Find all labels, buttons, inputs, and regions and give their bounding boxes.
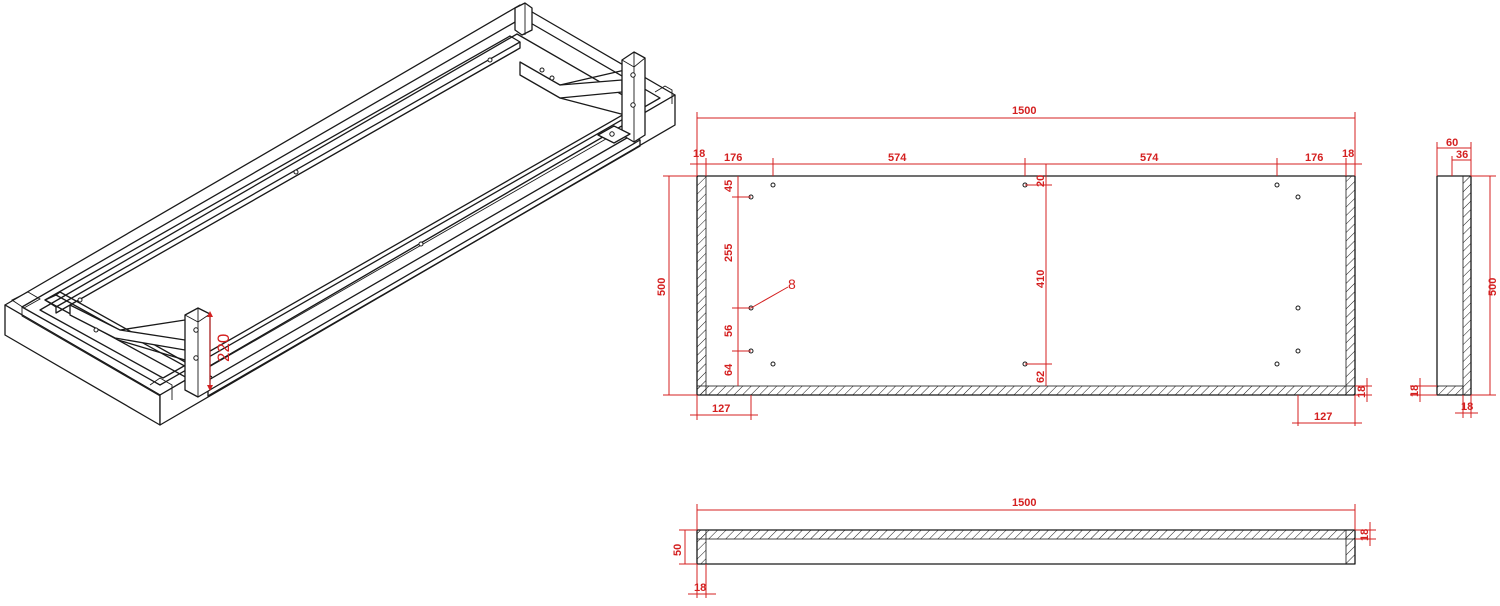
plan-seg-right-edge: 18 [1342,148,1354,160]
plan-center-bottom: 62 [1035,371,1047,383]
plan-hole-span-upper: 255 [723,244,735,262]
plan-hole-dia: 8 [788,276,796,292]
plan-overall-width: 1500 [1012,105,1036,117]
plan-depth: 500 [656,278,668,296]
side-top-total: 60 [1446,137,1458,149]
front-view: 1500 50 18 18 [672,497,1376,598]
leg-height-dimension: 220 [207,311,233,391]
isometric-view: 220 [4,2,676,426]
front-edge-bottom: 18 [694,582,706,594]
plan-bottom-left: 127 [712,403,730,415]
plan-hole-top: 45 [723,180,735,192]
plan-center-span: 410 [1035,270,1047,288]
plan-seg-mid-right: 574 [1140,152,1159,164]
plan-seg-mid-left: 574 [888,152,907,164]
plan-bottom-edge: 18 [1356,386,1368,398]
side-bottom-right: 18 [1461,401,1473,413]
plan-center-top: 20 [1035,175,1047,187]
leg-height-label: 220 [214,334,233,362]
front-width: 1500 [1012,497,1036,509]
plan-bottom-right: 127 [1314,411,1332,423]
plan-view: 1500 18 176 574 574 176 18 500 45 255 56… [656,105,1372,426]
plan-seg-right-end: 176 [1305,152,1323,164]
side-view: 60 36 500 18 18 [1409,137,1499,418]
side-height: 500 [1487,278,1499,296]
side-top-inner: 36 [1456,149,1468,161]
front-edge-right: 18 [1359,529,1371,541]
plan-hole-bottom: 64 [723,363,735,376]
plan-hole-span-lower: 56 [723,325,735,337]
plan-seg-left-edge: 18 [693,148,705,160]
front-height: 50 [672,544,684,556]
side-bottom-left: 18 [1409,385,1421,397]
plan-seg-left-end: 176 [724,152,742,164]
